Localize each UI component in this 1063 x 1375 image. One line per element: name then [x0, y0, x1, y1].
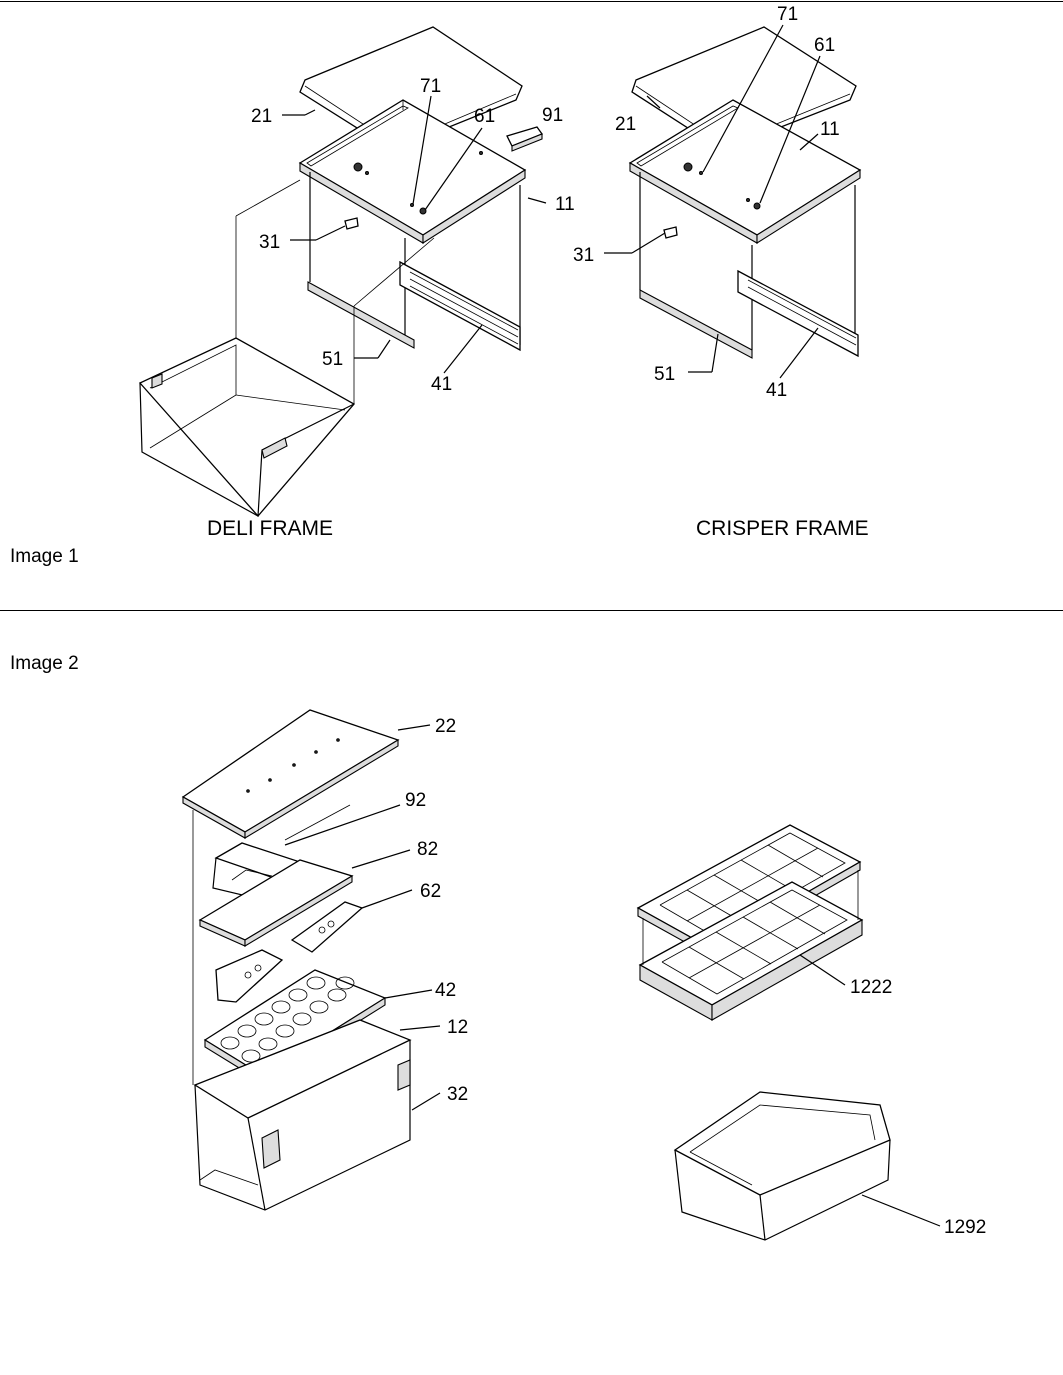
door-egg-support-62 [215, 901, 364, 1003]
crisper-callout-61: 61 [814, 35, 835, 56]
top-rule [0, 1, 1063, 2]
deli-callout-61: 61 [474, 106, 495, 127]
crisper-clip-31 [663, 226, 678, 239]
door-tray-82 [198, 859, 354, 947]
crisper-callout-21: 21 [615, 114, 636, 135]
crisper-callout-71: 71 [777, 4, 798, 25]
door-callout-32: 32 [447, 1084, 468, 1105]
ice-tray-lower [638, 881, 864, 1021]
deli-rail-41 [399, 260, 521, 352]
crisper-frame-title: CRISPER FRAME [696, 517, 869, 540]
crisper-callout-51: 51 [654, 364, 675, 385]
deli-frame-top-11 [298, 99, 527, 245]
deli-callout-71: 71 [420, 76, 441, 97]
deli-callout-51: 51 [322, 349, 343, 370]
door-callout-22: 22 [435, 716, 456, 737]
image2-caption: Image 2 [10, 653, 79, 674]
crisper-callout-11: 11 [820, 119, 840, 140]
door-callout-92: 92 [405, 790, 426, 811]
deli-clip-31 [344, 217, 359, 230]
deli-part-91 [506, 126, 544, 152]
section-divider [0, 610, 1063, 611]
door-callout-42: 42 [435, 980, 456, 1001]
deli-callout-91: 91 [542, 105, 563, 126]
deli-callout-41: 41 [431, 374, 452, 395]
deli-guide-lines [235, 179, 435, 404]
crisper-callout-41: 41 [766, 380, 787, 401]
deli-drawer [138, 337, 356, 517]
crisper-rail-41 [737, 269, 859, 358]
deli-side-panel [309, 172, 521, 345]
crisper-cover-21 [631, 26, 857, 151]
door-cover-22 [181, 709, 400, 839]
deli-frame-assembly: 21 71 61 91 11 31 51 41 [138, 26, 575, 517]
door-callout-12: 12 [447, 1017, 468, 1038]
crisper-frame-assembly: 71 61 21 11 31 51 41 [573, 4, 862, 401]
deli-frame-title: DELI FRAME [207, 517, 334, 540]
door-guide-lines [192, 804, 351, 1085]
ice-bucket-1292: 1292 [673, 1091, 986, 1241]
ice-tray-assembly: 1222 [636, 824, 892, 1021]
image1-caption: Image 1 [10, 546, 79, 567]
deli-callout-11: 11 [555, 194, 575, 215]
crisper-rail-51 [639, 289, 753, 359]
door-callout-82: 82 [417, 839, 438, 860]
door-callout-62: 62 [420, 881, 441, 902]
deli-callout-31: 31 [259, 232, 280, 253]
ice-callout-1222: 1222 [850, 977, 892, 998]
deli-rail-51 [307, 281, 415, 349]
door-bin-assembly: 22 92 82 62 42 12 32 [181, 709, 468, 1211]
bucket-callout-1292: 1292 [944, 1217, 986, 1238]
crisper-frame-top-11 [628, 99, 862, 244]
door-bin-12-32 [193, 1019, 412, 1211]
deli-callout-21: 21 [251, 106, 272, 127]
crisper-callout-31: 31 [573, 245, 594, 266]
